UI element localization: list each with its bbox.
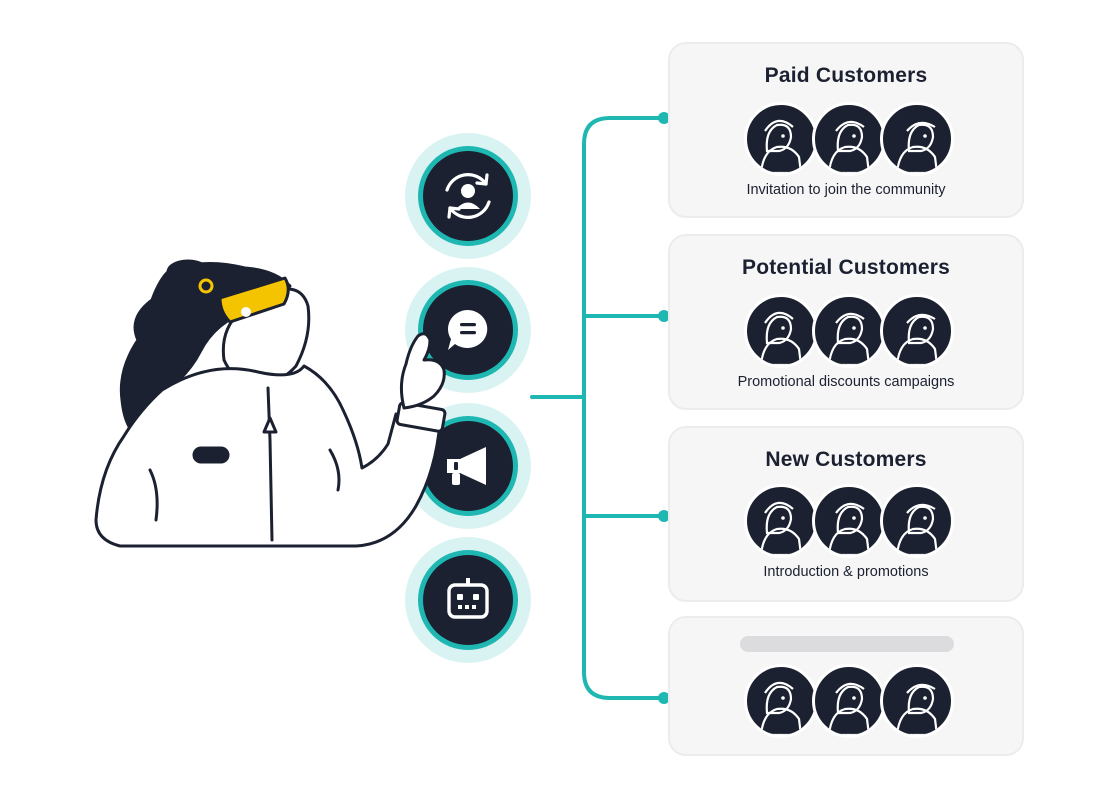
title-placeholder xyxy=(740,636,954,652)
person-illustration-icon xyxy=(883,105,951,173)
person-illustration-icon xyxy=(883,297,951,365)
segment-caption: Invitation to join the community xyxy=(670,182,1022,198)
avatar-group xyxy=(744,664,954,738)
avatar-group xyxy=(744,294,954,368)
avatar xyxy=(880,664,954,738)
segment-caption: Promotional discounts campaigns xyxy=(670,374,1022,390)
person-illustration-icon xyxy=(883,487,951,555)
segment-card-new: New Customers Introduction & promotions xyxy=(668,426,1024,602)
avatar xyxy=(744,102,818,176)
character-patch xyxy=(194,448,228,462)
segment-card-paid: Paid Customers Invitation to join the co… xyxy=(668,42,1024,218)
person-illustration-icon xyxy=(815,297,883,365)
avatar xyxy=(744,664,818,738)
avatar xyxy=(744,484,818,558)
segment-card-potential: Potential Customers Promotional discount… xyxy=(668,234,1024,410)
avatar xyxy=(812,484,886,558)
segment-card-placeholder xyxy=(668,616,1024,756)
avatar xyxy=(880,102,954,176)
avatar-group xyxy=(744,102,954,176)
segment-caption: Introduction & promotions xyxy=(670,564,1022,580)
character-hand xyxy=(401,334,444,408)
person-illustration-icon xyxy=(883,667,951,735)
segment-title: Potential Customers xyxy=(670,256,1022,280)
avatar-group xyxy=(744,484,954,558)
person-illustration-icon xyxy=(815,667,883,735)
person-illustration-icon xyxy=(747,297,815,365)
segment-title: Paid Customers xyxy=(670,64,1022,88)
avatar xyxy=(744,294,818,368)
avatar xyxy=(880,484,954,558)
person-illustration-icon xyxy=(747,487,815,555)
avatar xyxy=(880,294,954,368)
person-illustration-icon xyxy=(815,487,883,555)
avatar xyxy=(812,664,886,738)
person-illustration-icon xyxy=(815,105,883,173)
avatar xyxy=(812,102,886,176)
avatar xyxy=(812,294,886,368)
segment-title: New Customers xyxy=(670,448,1022,472)
person-illustration-icon xyxy=(747,105,815,173)
person-illustration-icon xyxy=(747,667,815,735)
